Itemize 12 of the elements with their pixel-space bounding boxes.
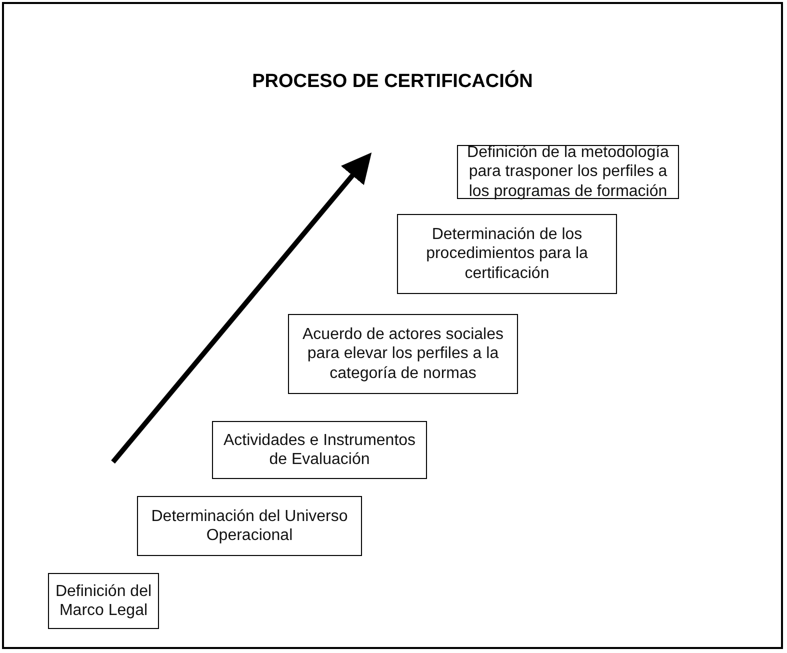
title: PROCESO DE CERTIFICACIÓN: [252, 71, 533, 92]
step-box: [48, 573, 159, 629]
step-text: Definición del Marco Legal: [54, 582, 153, 620]
step-text: Determinación de los procedimientos para la certificación: [425, 225, 589, 283]
step-box: [212, 421, 427, 479]
step-text: Actividades e Instrumentos de Evaluación: [222, 430, 417, 470]
step-text: Acuerdo de actores sociales para elevar los perfiles a la categoría de normas: [302, 325, 504, 383]
step-text: Determinación del Universo Operacional: [150, 506, 349, 546]
step-box: [397, 214, 617, 294]
step-text: Definición de la metodología para trasponer los perfiles a los programas de formación: [466, 143, 670, 201]
step-box: [288, 314, 518, 394]
step-box: [137, 496, 362, 556]
